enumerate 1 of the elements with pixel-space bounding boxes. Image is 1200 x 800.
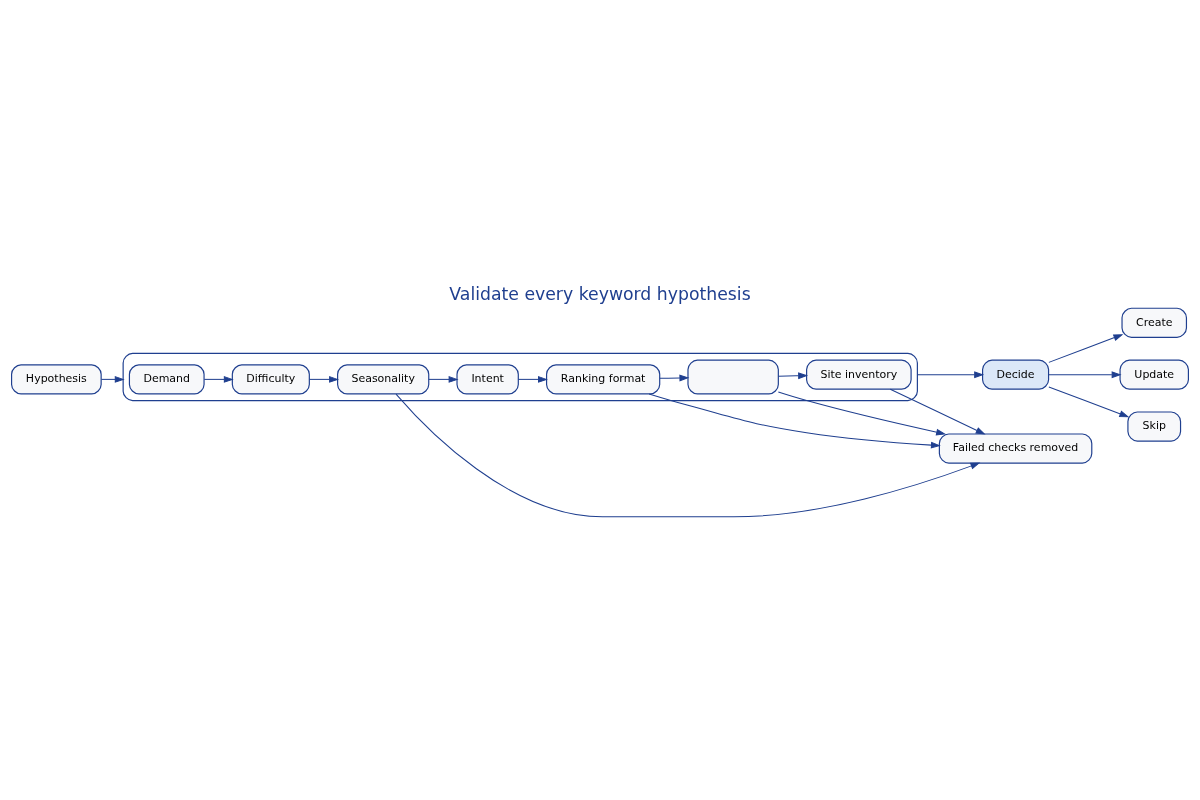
diagram-title: Validate every keyword hypothesis [449,284,751,305]
